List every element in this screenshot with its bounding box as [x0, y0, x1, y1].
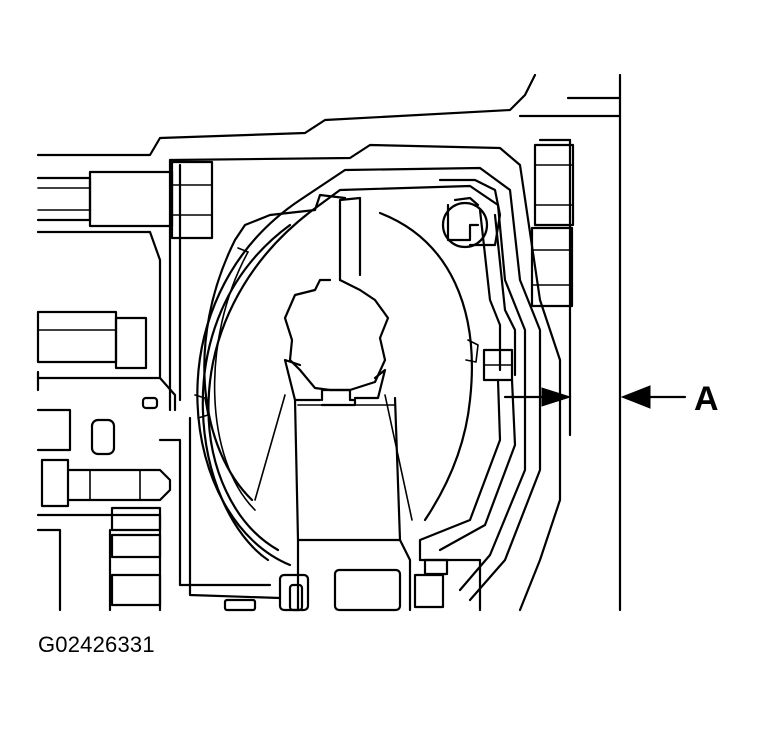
- body-outline: [168, 143, 562, 612]
- large-ring: [194, 193, 479, 522]
- bolt-right-stack: [530, 143, 575, 308]
- callout-arrow: [620, 385, 687, 409]
- pin-tube: [438, 178, 517, 377]
- bolt-upper-left: [36, 160, 214, 380]
- lower-left-blocks: [36, 438, 272, 612]
- housing-outline: [36, 73, 622, 612]
- callout-label-a: A: [694, 380, 719, 418]
- retaining-clip: [418, 348, 517, 562]
- bolt-middle-left: [36, 310, 177, 412]
- figure-id: G02426331: [38, 632, 155, 657]
- center-shaft: [254, 394, 413, 612]
- center-hub: [283, 196, 390, 407]
- bolt-lower-left: [36, 408, 172, 508]
- measurement-arrow: [503, 387, 572, 407]
- lower-components: [223, 558, 482, 612]
